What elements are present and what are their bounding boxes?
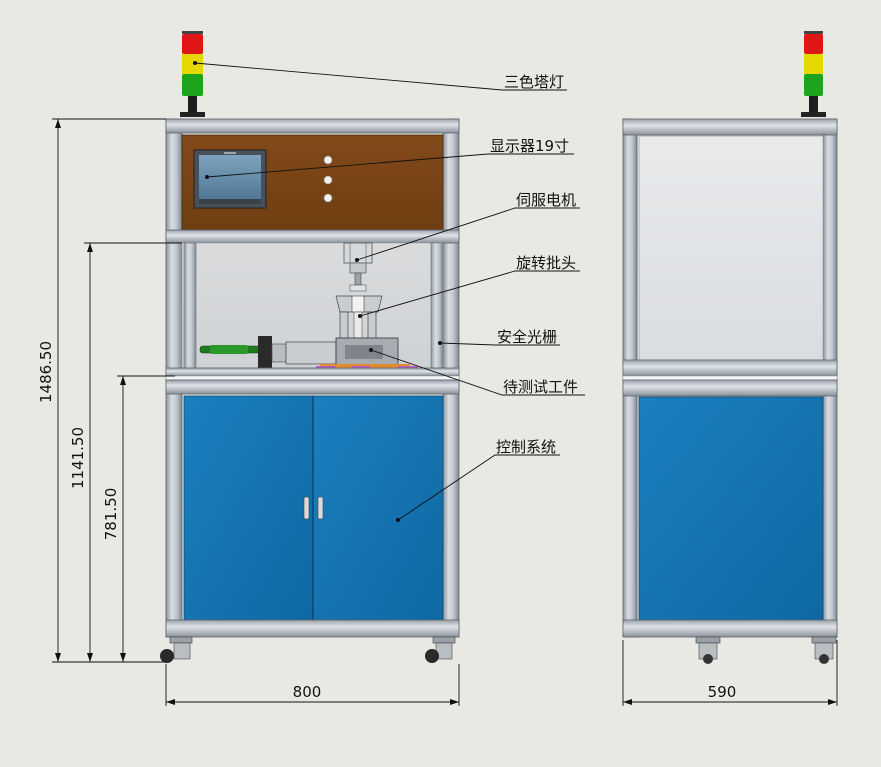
cabinet-door-right bbox=[312, 395, 444, 621]
panel-button bbox=[323, 175, 333, 185]
lamp-yellow bbox=[182, 54, 203, 74]
dim-cabinet-height: 781.50 bbox=[102, 488, 120, 541]
lamp-green bbox=[182, 74, 203, 96]
front-view bbox=[160, 31, 460, 663]
callout-dots bbox=[193, 61, 442, 522]
door-handle bbox=[317, 496, 324, 520]
dimension-lines bbox=[52, 118, 838, 706]
lamp-red bbox=[182, 34, 203, 54]
dim-side-width: 590 bbox=[708, 683, 737, 701]
callout-workpiece: 待测试工件 bbox=[503, 378, 578, 396]
monitor bbox=[193, 149, 267, 209]
caster bbox=[695, 636, 721, 664]
callout-leaders bbox=[194, 62, 585, 521]
callout-servo-motor: 伺服电机 bbox=[516, 191, 576, 209]
caster bbox=[425, 636, 456, 663]
panel-button bbox=[323, 193, 333, 203]
callout-monitor: 显示器19寸 bbox=[490, 137, 569, 155]
panel-button bbox=[323, 155, 333, 165]
dim-total-height: 1486.50 bbox=[37, 341, 55, 403]
door-handle bbox=[303, 496, 310, 520]
caster bbox=[160, 636, 193, 663]
tower-light bbox=[801, 31, 826, 117]
callout-light-curtain: 安全光栅 bbox=[497, 328, 557, 346]
side-view bbox=[622, 31, 838, 664]
callout-control-system: 控制系统 bbox=[496, 438, 556, 456]
cabinet-door-left bbox=[183, 395, 314, 621]
tower-light bbox=[180, 31, 205, 117]
callout-screw-head: 旋转批头 bbox=[516, 254, 576, 272]
dim-front-width: 800 bbox=[293, 683, 322, 701]
side-panel-upper bbox=[638, 135, 824, 361]
dim-work-height: 1141.50 bbox=[69, 427, 87, 489]
screw-head bbox=[335, 284, 383, 341]
servo-motor bbox=[343, 242, 373, 286]
caster bbox=[811, 636, 837, 664]
side-panel-lower bbox=[638, 396, 824, 621]
dimension-arrows bbox=[55, 119, 837, 705]
callout-tower-light: 三色塔灯 bbox=[504, 73, 564, 91]
light-curtain bbox=[430, 242, 444, 369]
